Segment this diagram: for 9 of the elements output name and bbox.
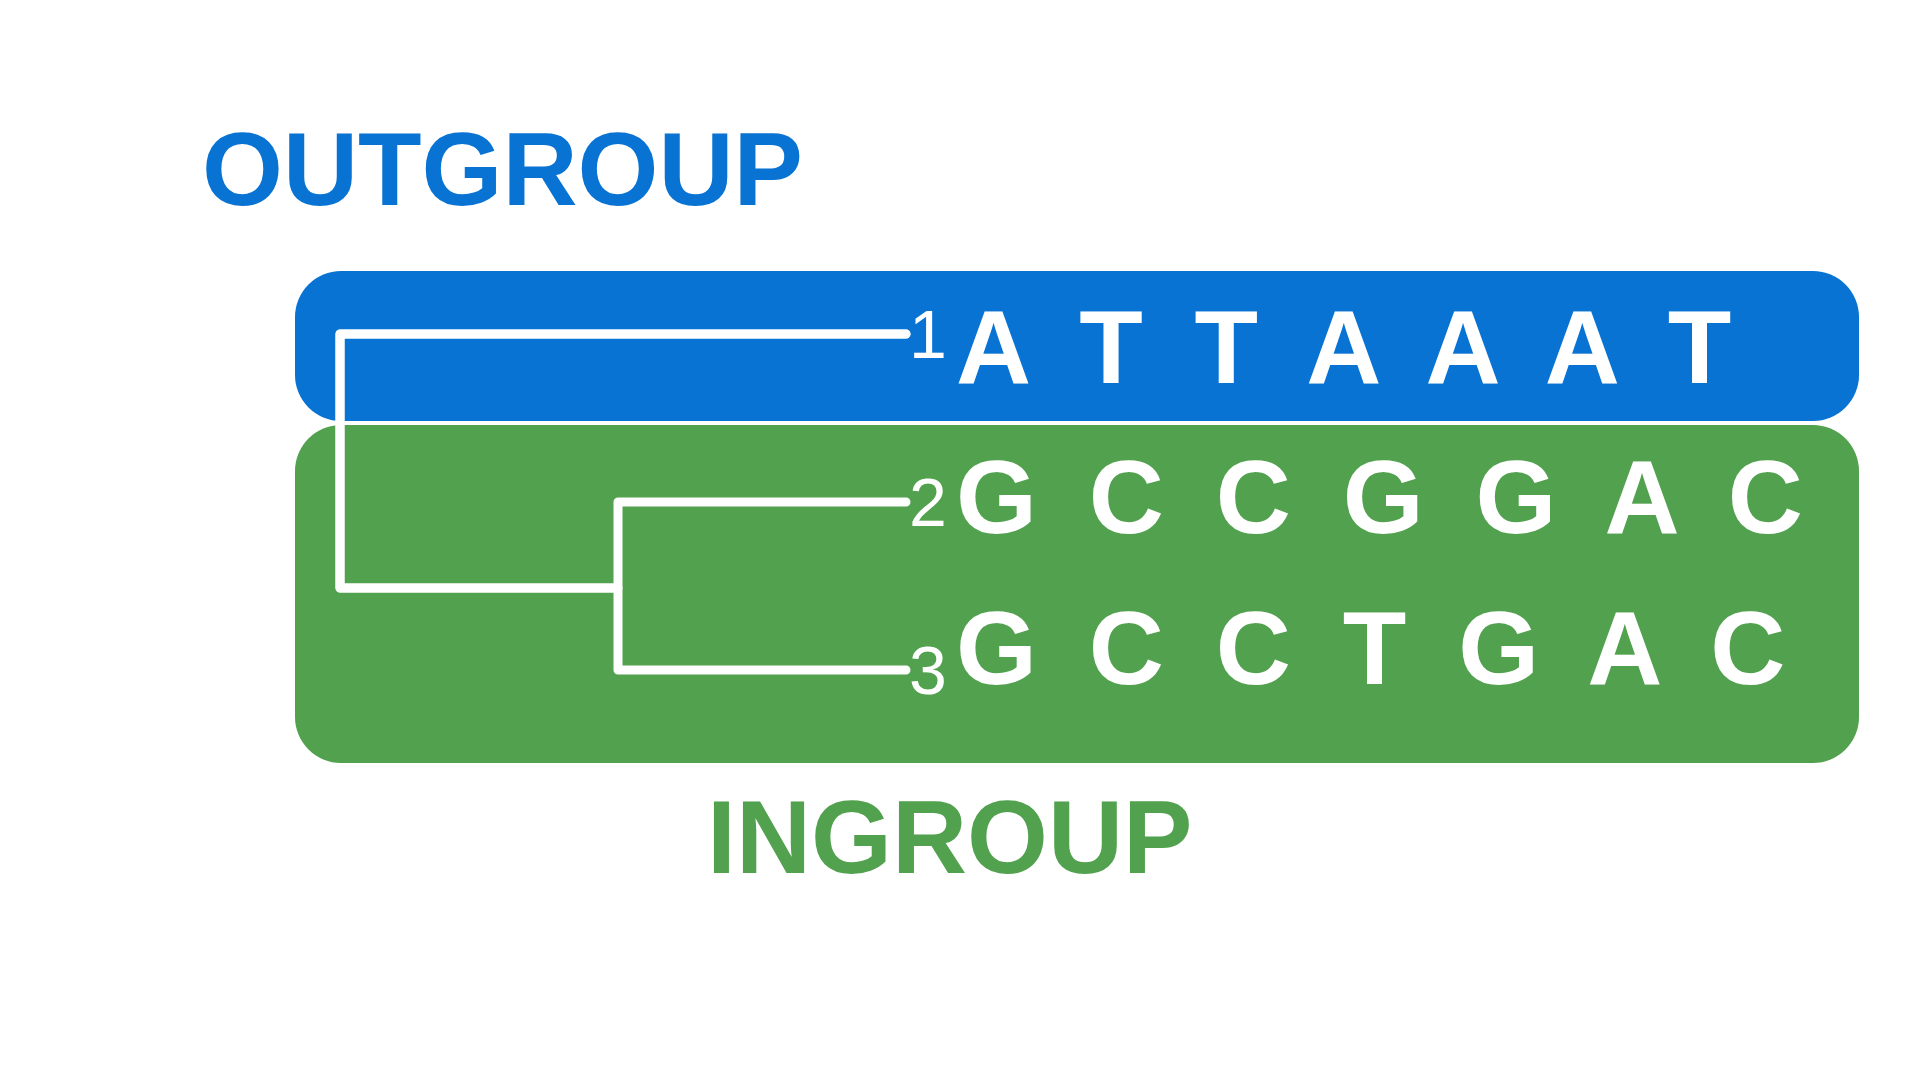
sequence-text: G C C G G A C: [956, 445, 1803, 549]
sequence-text: G C C T G A C: [956, 596, 1786, 700]
group-heading: OUTGROUP: [202, 117, 803, 221]
branch-line: [335, 329, 911, 675]
taxon-number: 3: [908, 636, 948, 704]
taxon-number: 2: [908, 468, 948, 536]
group-heading: INGROUP: [707, 785, 1193, 889]
taxon-number: 1: [908, 300, 948, 368]
sequence-text: A T T A A A T: [956, 295, 1732, 399]
